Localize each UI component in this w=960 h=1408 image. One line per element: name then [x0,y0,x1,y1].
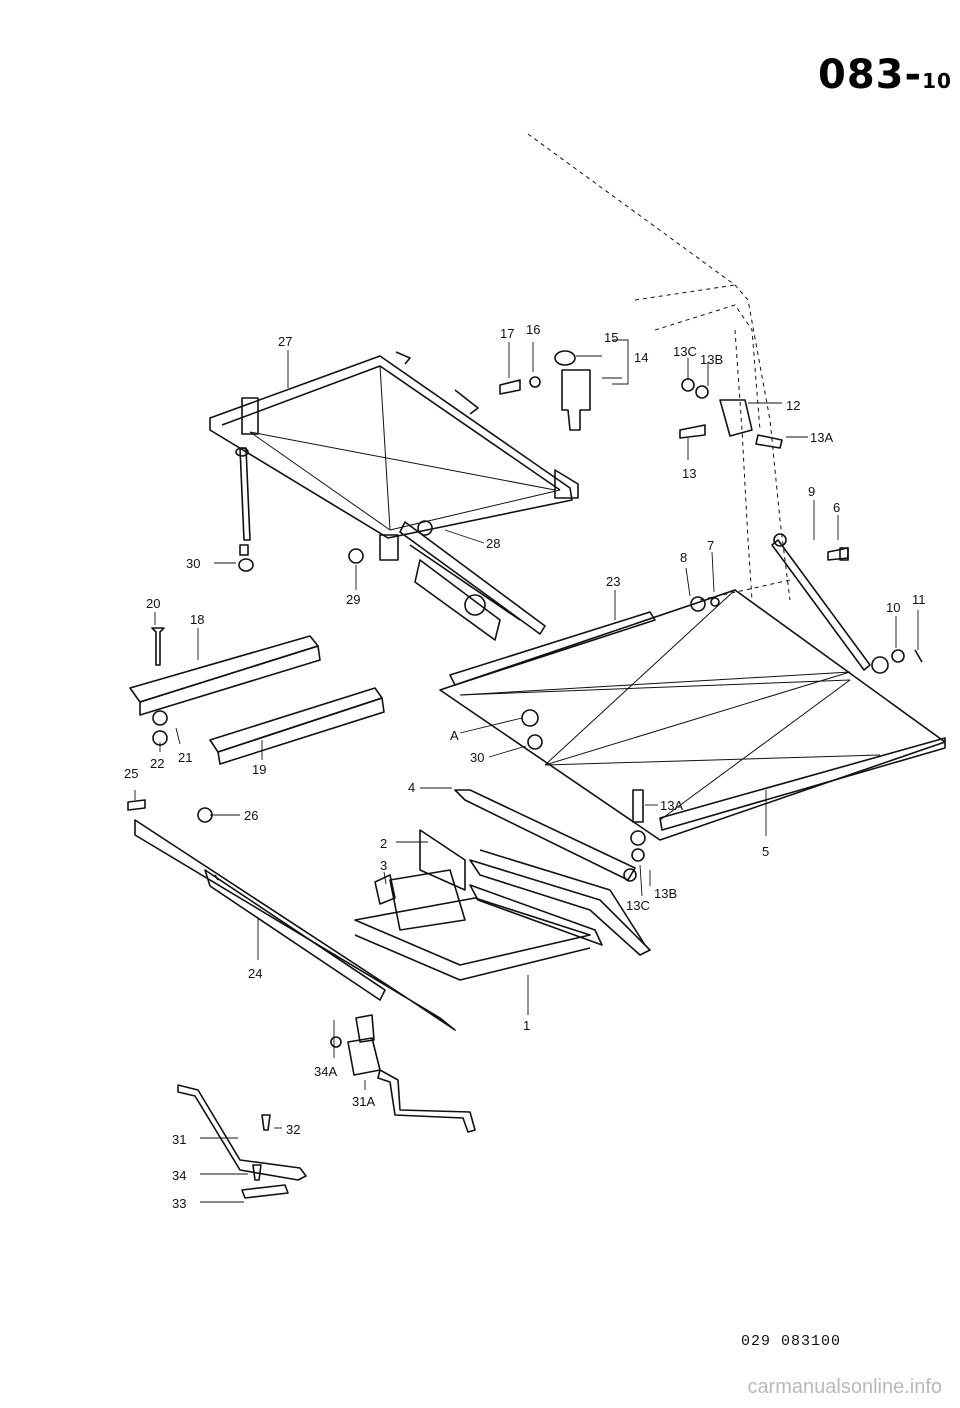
callout-13: 13 [682,466,696,481]
callout-20: 20 [146,596,160,611]
callout-14: 14 [634,350,648,365]
callout-22: 22 [150,756,164,771]
central-frame [354,829,603,981]
callout-17: 17 [500,326,514,341]
callout-29: 29 [346,592,360,607]
callout-16: 16 [526,322,540,337]
callout-1: 1 [523,1018,530,1033]
latch-assembly [330,1014,476,1133]
callout-30-top: 30 [186,556,200,571]
callout-8: 8 [680,550,687,565]
page-number-sub: 10 [922,69,952,93]
vehicle-body-outline [527,133,791,601]
callout-18: 18 [190,612,204,627]
callout-13a-mid: 13A [660,798,683,813]
callout-25: 25 [124,766,138,781]
callout-19: 19 [252,762,266,777]
callout-10: 10 [886,600,900,615]
callout-34a: 34A [314,1064,337,1079]
lower-bed-frame [439,589,946,841]
callout-24: 24 [248,966,262,981]
callout-32: 32 [286,1122,300,1137]
callout-labels: 27 17 16 15 14 13C 13B 12 13A 13 9 6 28 … [124,322,926,1211]
callout-31: 31 [172,1132,186,1147]
callout-13a-top: 13A [810,430,833,445]
callout-21: 21 [178,750,192,765]
callout-a: A [450,728,459,743]
side-rail-19 [209,687,385,765]
callout-9: 9 [808,484,815,499]
callout-13b-mid: 13B [654,886,677,901]
page-number: 083-10 [818,52,952,98]
callout-2: 2 [380,836,387,851]
side-rail-18 [129,635,321,716]
callout-34: 34 [172,1168,186,1183]
callout-7: 7 [707,538,714,553]
callout-27: 27 [278,334,292,349]
upper-slide-rail [399,521,546,641]
release-lever [177,1084,307,1199]
gas-strut-left [235,447,254,572]
callout-12: 12 [786,398,800,413]
leader-lines [134,339,919,1203]
tube-4 [454,789,637,882]
hinge-bracket [499,350,591,431]
callout-13b-top: 13B [700,352,723,367]
callout-31a: 31A [352,1094,375,1109]
callout-3: 3 [380,858,387,873]
callout-28: 28 [486,536,500,551]
watermark: carmanualsonline.info [747,1376,942,1398]
callout-13c-mid: 13C [626,898,650,913]
fasteners [127,520,849,862]
callout-11: 11 [912,592,926,607]
callout-30-mid: 30 [470,750,484,765]
callout-15: 15 [604,330,618,345]
callout-6: 6 [833,500,840,515]
page-number-main: 083- [818,52,923,98]
callout-4: 4 [408,780,415,795]
callout-13c-top: 13C [673,344,697,359]
hinge-12 [679,378,783,449]
upper-bed-frame [209,351,579,561]
base-slide-frame [134,819,651,1031]
callout-5: 5 [762,844,769,859]
callout-26: 26 [244,808,258,823]
drawing-code: 029 083100 [741,1333,842,1350]
callout-23: 23 [606,574,620,589]
callout-33: 33 [172,1196,186,1211]
